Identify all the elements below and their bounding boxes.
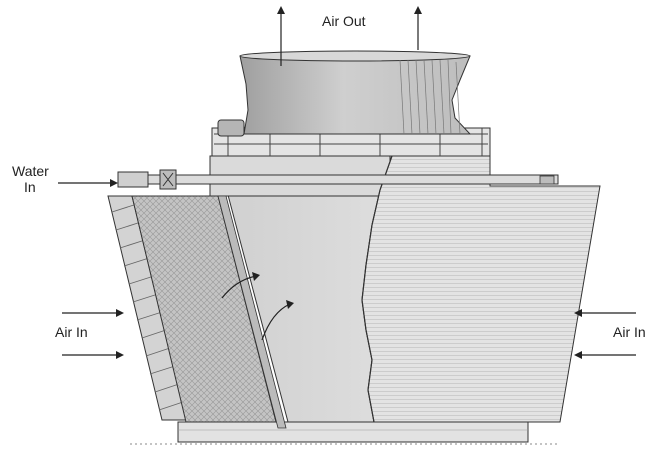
tower-interior: [209, 155, 393, 423]
air-out-label: Air Out: [322, 13, 366, 29]
air-in-arrows-right: [574, 309, 636, 359]
water-in-label-line1: Water: [12, 163, 49, 179]
air-out-arrows: [277, 6, 422, 66]
water-in-label-line2: In: [24, 179, 36, 195]
air-in-left-label: Air In: [55, 324, 88, 340]
air-in-arrows-left: [62, 309, 124, 359]
internal-airflow-arrows: [221, 272, 294, 341]
tower-casing-right: [361, 155, 601, 423]
fill-media: [131, 195, 287, 429]
fan-stack: [239, 50, 472, 135]
cold-water-basin: [130, 421, 560, 445]
air-in-right-label: Air In: [613, 324, 646, 340]
water-distribution-pipe: [117, 169, 559, 190]
water-in-arrow: [58, 179, 118, 187]
